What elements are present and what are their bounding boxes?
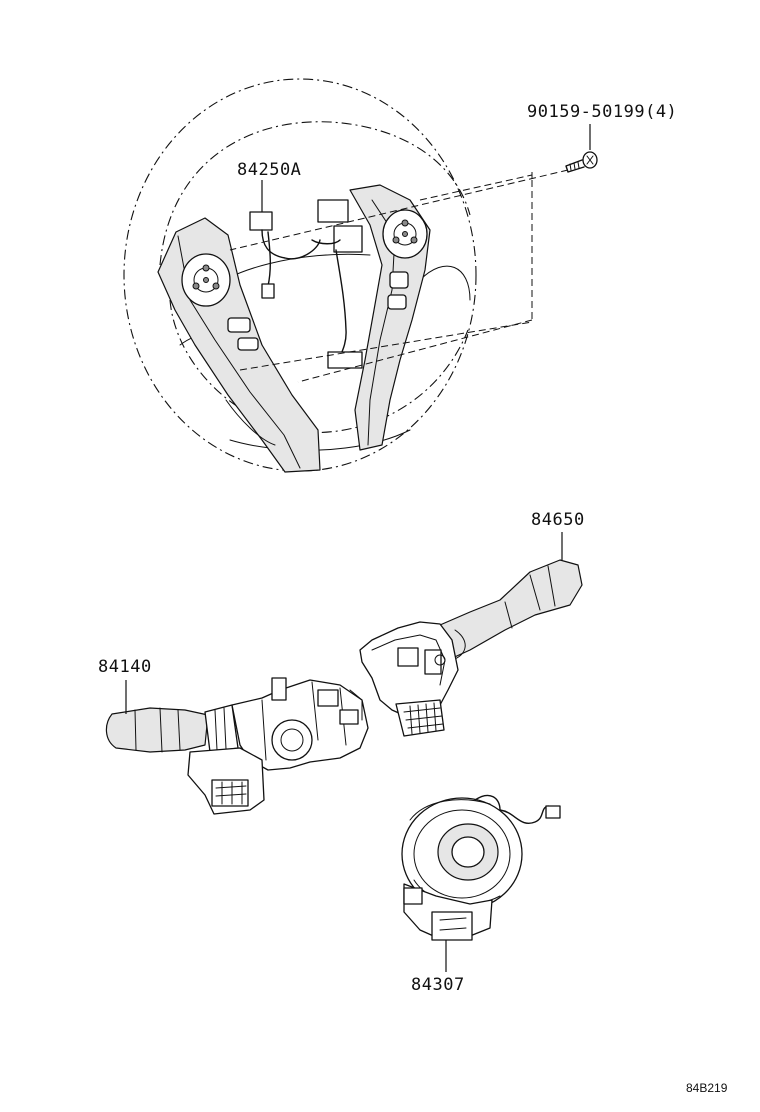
headlamp-switch [105, 677, 369, 815]
steering-switch-harness [249, 199, 363, 369]
assembly-lines [229, 169, 569, 383]
part-number-spiral-cable: 84307 [411, 975, 465, 995]
figure-code: 84B219 [686, 1081, 728, 1095]
wiper-switch [359, 532, 583, 737]
spiral-cable [401, 794, 561, 972]
part-number-screw: 90159-50199(4) [527, 102, 677, 122]
part-number-steering-switch: 84250A [237, 160, 301, 180]
screw [565, 124, 598, 173]
right-spoke-switch [349, 184, 431, 451]
steering-wheel [123, 78, 477, 472]
left-spoke-switch [157, 217, 321, 473]
part-number-headlamp-switch: 84140 [98, 657, 152, 677]
part-number-wiper-switch: 84650 [531, 510, 585, 530]
